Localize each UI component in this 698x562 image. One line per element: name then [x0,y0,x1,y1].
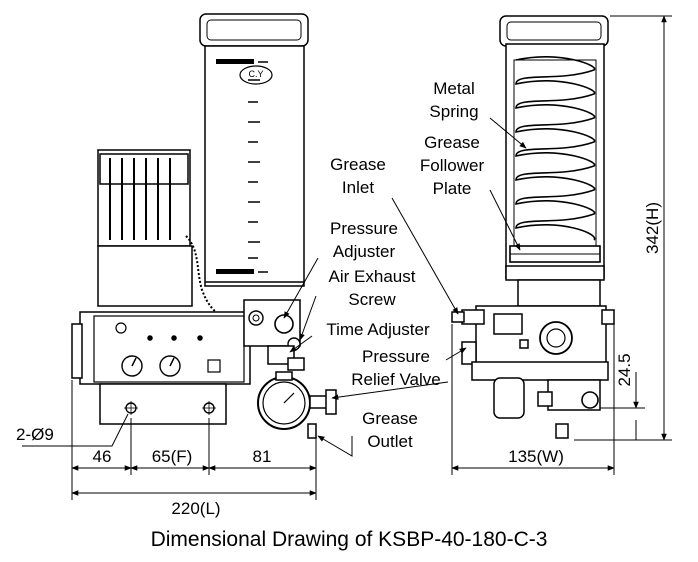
mounting-hole-left [124,401,138,415]
label-follower-3: Plate [433,179,472,198]
label-metal-spring-1: Metal [433,79,475,98]
label-air-exhaust-2: Screw [348,290,396,309]
interval-dial [159,355,181,377]
label-grease-inlet-2: Inlet [342,178,374,197]
label-grease-inlet-1: Grease [330,155,386,174]
pump-fittings [243,299,305,371]
side-gauge [493,377,525,419]
dim-81: 81 [253,447,272,466]
dim-holes: 2-Ø9 [16,425,54,444]
label-follower-2: Follower [420,156,485,175]
label-time-adjuster: Time Adjuster [326,320,430,339]
brand-text: C.Y [248,69,263,79]
brand-logo [239,65,273,85]
side-reservoir-tank [505,43,605,281]
motor [97,149,219,315]
dim-46: 46 [93,447,112,466]
level-scale [248,61,268,273]
label-follower-1: Grease [424,133,480,152]
label-air-exhaust-1: Air Exhaust [329,267,416,286]
dimension-labels: 2-Ø9 46 65(F) 81 220(L) 135(W) 342(H) 24… [16,202,662,518]
label-metal-spring-2: Spring [429,102,478,121]
pump-base [71,311,251,425]
grease-outlet-fitting [307,423,317,439]
reservoir-tank [204,45,305,287]
label-relief-valve-2: Relief Valve [351,370,440,389]
follower-plate [509,245,601,263]
dimension-lines [22,15,672,500]
label-grease-outlet-1: Grease [362,409,418,428]
label-grease-outlet-2: Outlet [367,432,413,451]
label-relief-valve-1: Pressure [362,347,430,366]
side-reservoir-cap [499,15,609,47]
side-valve-nut [539,321,573,355]
dim-24-5: 24.5 [615,353,634,386]
dim-135w: 135(W) [508,447,564,466]
reservoir-cap [199,13,309,47]
leader-lines [283,117,527,457]
dim-220l: 220(L) [171,499,220,518]
metal-spring [515,56,596,241]
side-pump-body [451,279,615,439]
side-view [451,15,615,439]
tiny-brand: C.Y [248,69,263,79]
pressure-gauge [257,371,337,430]
callout-labels: Metal Spring Grease Follower Plate Greas… [326,79,484,451]
time-dial [121,355,143,377]
label-pressure-adjuster-2: Adjuster [333,242,396,261]
dim-65f: 65(F) [152,447,193,466]
mounting-hole-right [202,401,216,415]
dim-342h: 342(H) [643,202,662,254]
label-pressure-adjuster-1: Pressure [330,219,398,238]
drawing-caption: Dimensional Drawing of KSBP-40-180-C-3 [151,528,548,551]
front-view [71,13,337,439]
